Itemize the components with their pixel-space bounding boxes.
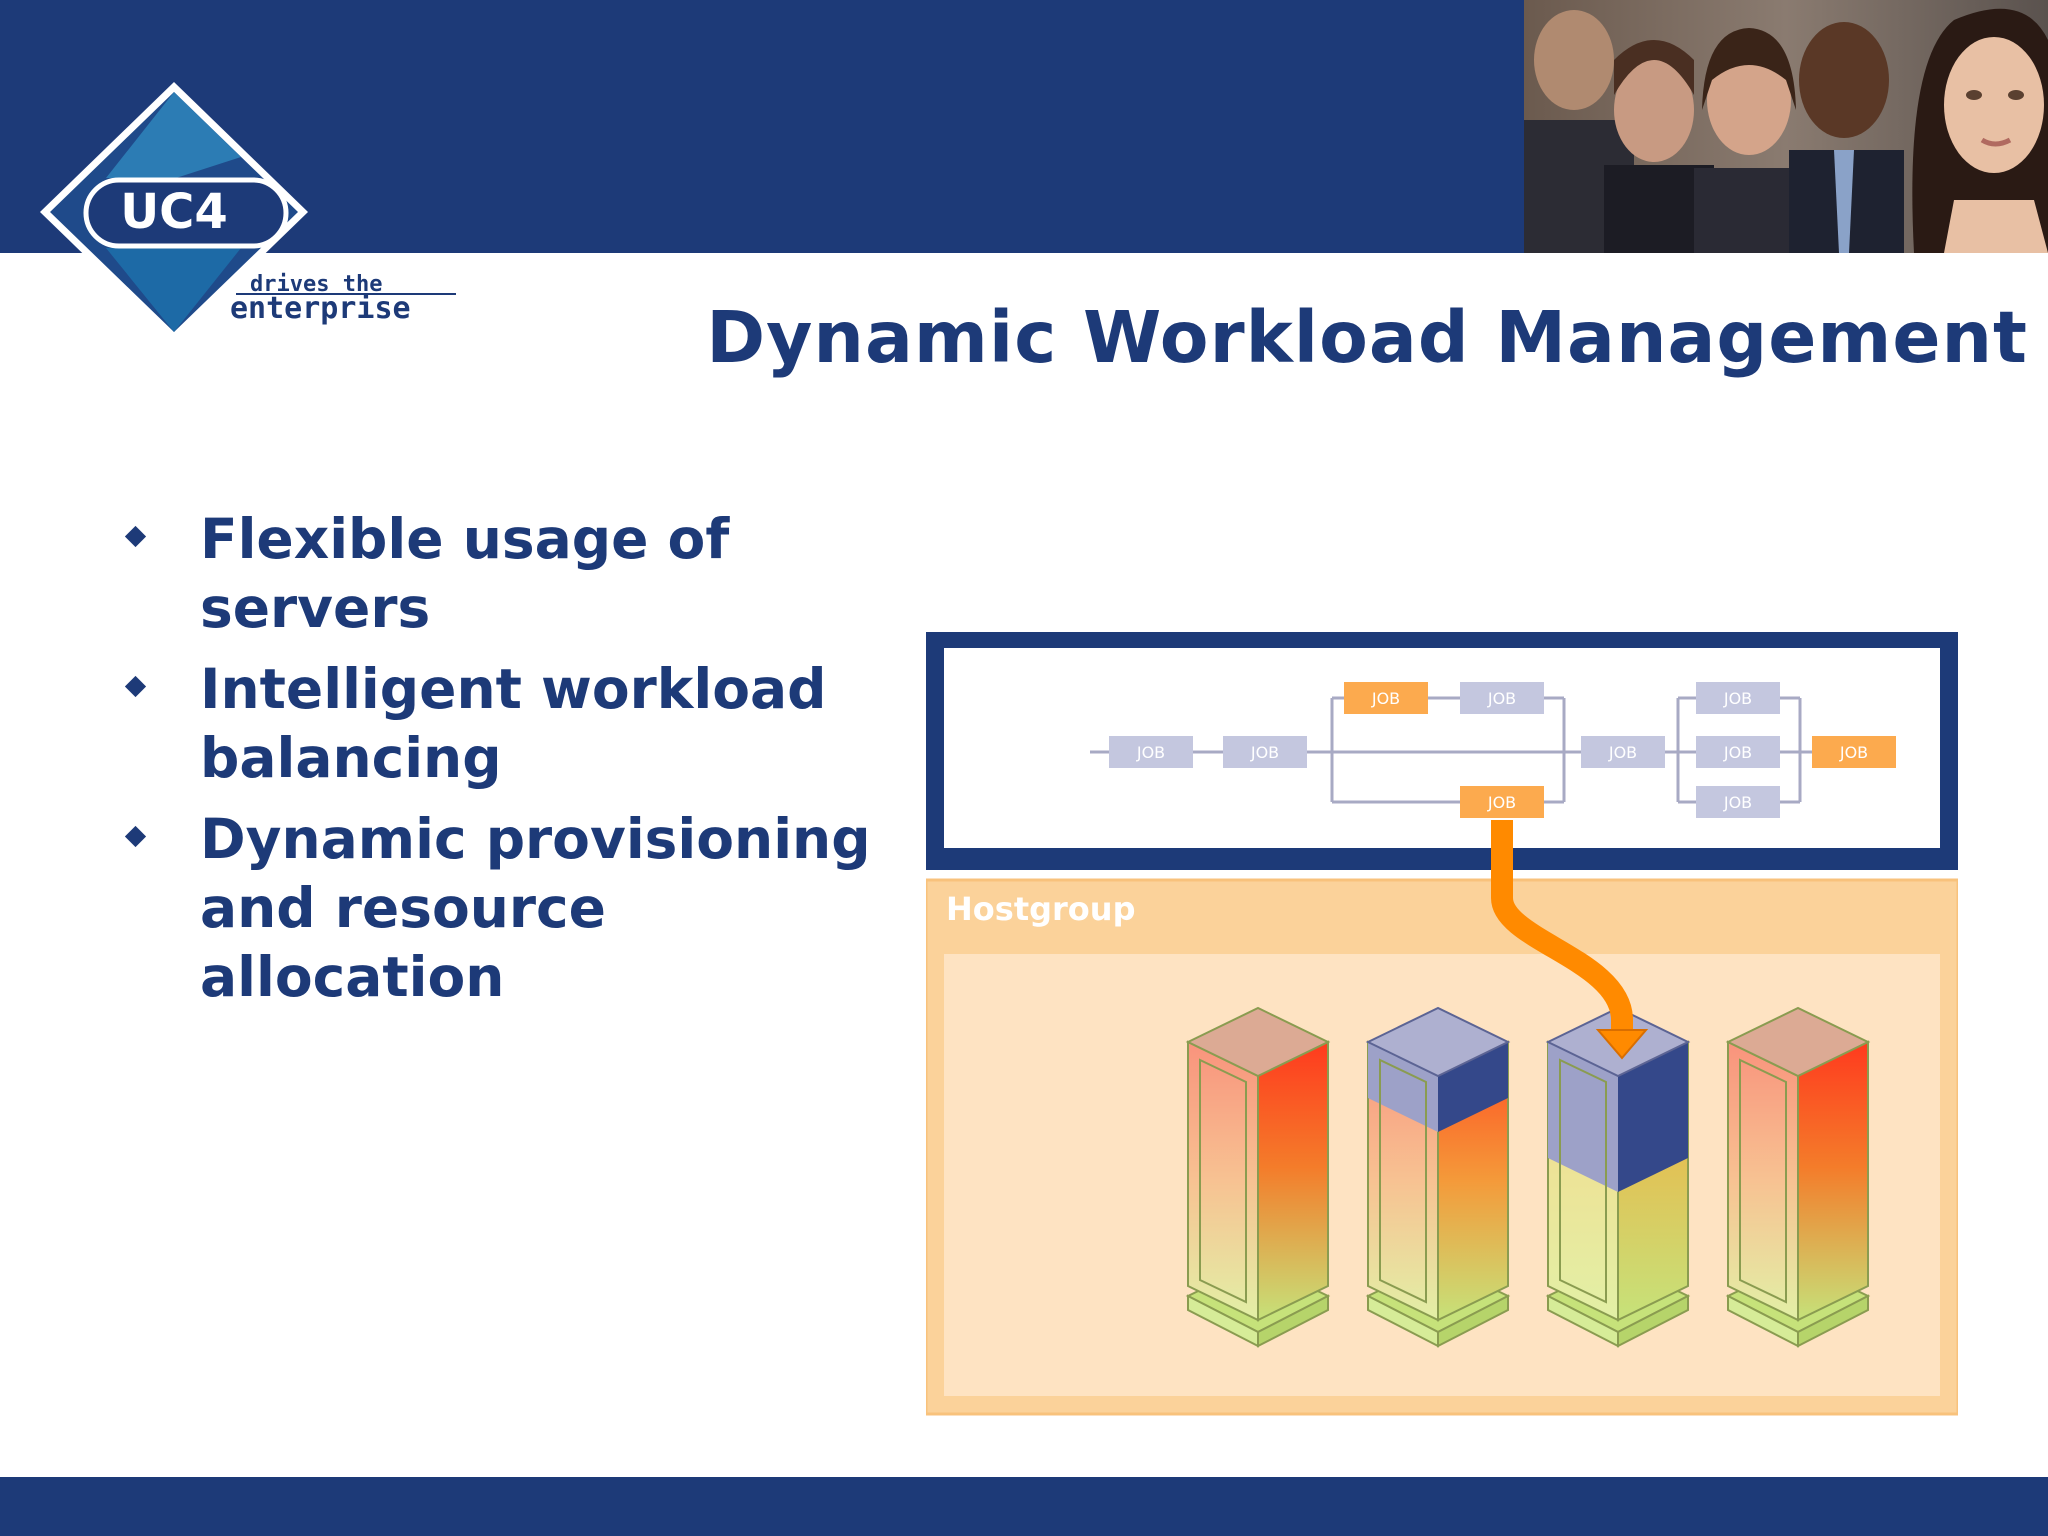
server-2 — [1365, 1006, 1511, 1348]
server-1 — [1185, 1006, 1331, 1348]
job-label: JOB — [1487, 793, 1516, 812]
job-label: JOB — [1839, 743, 1868, 762]
job-label: JOB — [1723, 793, 1752, 812]
assignment-arrow-icon — [1491, 820, 1633, 1040]
logo-tagline-1: drives the — [250, 272, 382, 297]
footer-band — [0, 1477, 2048, 1536]
header-photo — [1524, 0, 2048, 253]
job-label: JOB — [1136, 743, 1165, 762]
job-label: JOB — [1487, 689, 1516, 708]
diamond-bullet-icon — [124, 675, 147, 698]
diamond-bullet-icon — [124, 825, 147, 848]
logo-tagline-2: enterprise — [230, 291, 411, 326]
bullet-item: Dynamic provisioning and resource alloca… — [120, 805, 900, 1012]
job-label: JOB — [1371, 689, 1400, 708]
logo-mark: UC4 — [120, 184, 228, 240]
bullet-item: Flexible usage of servers — [120, 505, 900, 643]
bullet-text: Dynamic provisioning and resource alloca… — [200, 807, 871, 1009]
server-4 — [1725, 1006, 1871, 1348]
uc4-logo: UC4 drives the enterprise — [36, 78, 476, 348]
bullet-text: Intelligent workload balancing — [200, 657, 827, 790]
diamond-bullet-icon — [124, 525, 147, 548]
slide-title: Dynamic Workload Management — [706, 296, 2028, 379]
workload-diagram: JOB JOB JOB JOB JOB JOB JOB JOB JOB JOB … — [924, 630, 1960, 1416]
job-label: JOB — [1723, 689, 1752, 708]
server-3 — [1545, 1006, 1691, 1348]
bullet-item: Intelligent workload balancing — [120, 655, 900, 793]
bullet-text: Flexible usage of servers — [200, 507, 730, 640]
bullet-list: Flexible usage of servers Intelligent wo… — [120, 505, 900, 1024]
job-label: JOB — [1250, 743, 1279, 762]
job-label: JOB — [1608, 743, 1637, 762]
hostgroup-label: Hostgroup — [946, 890, 1135, 928]
job-label: JOB — [1723, 743, 1752, 762]
